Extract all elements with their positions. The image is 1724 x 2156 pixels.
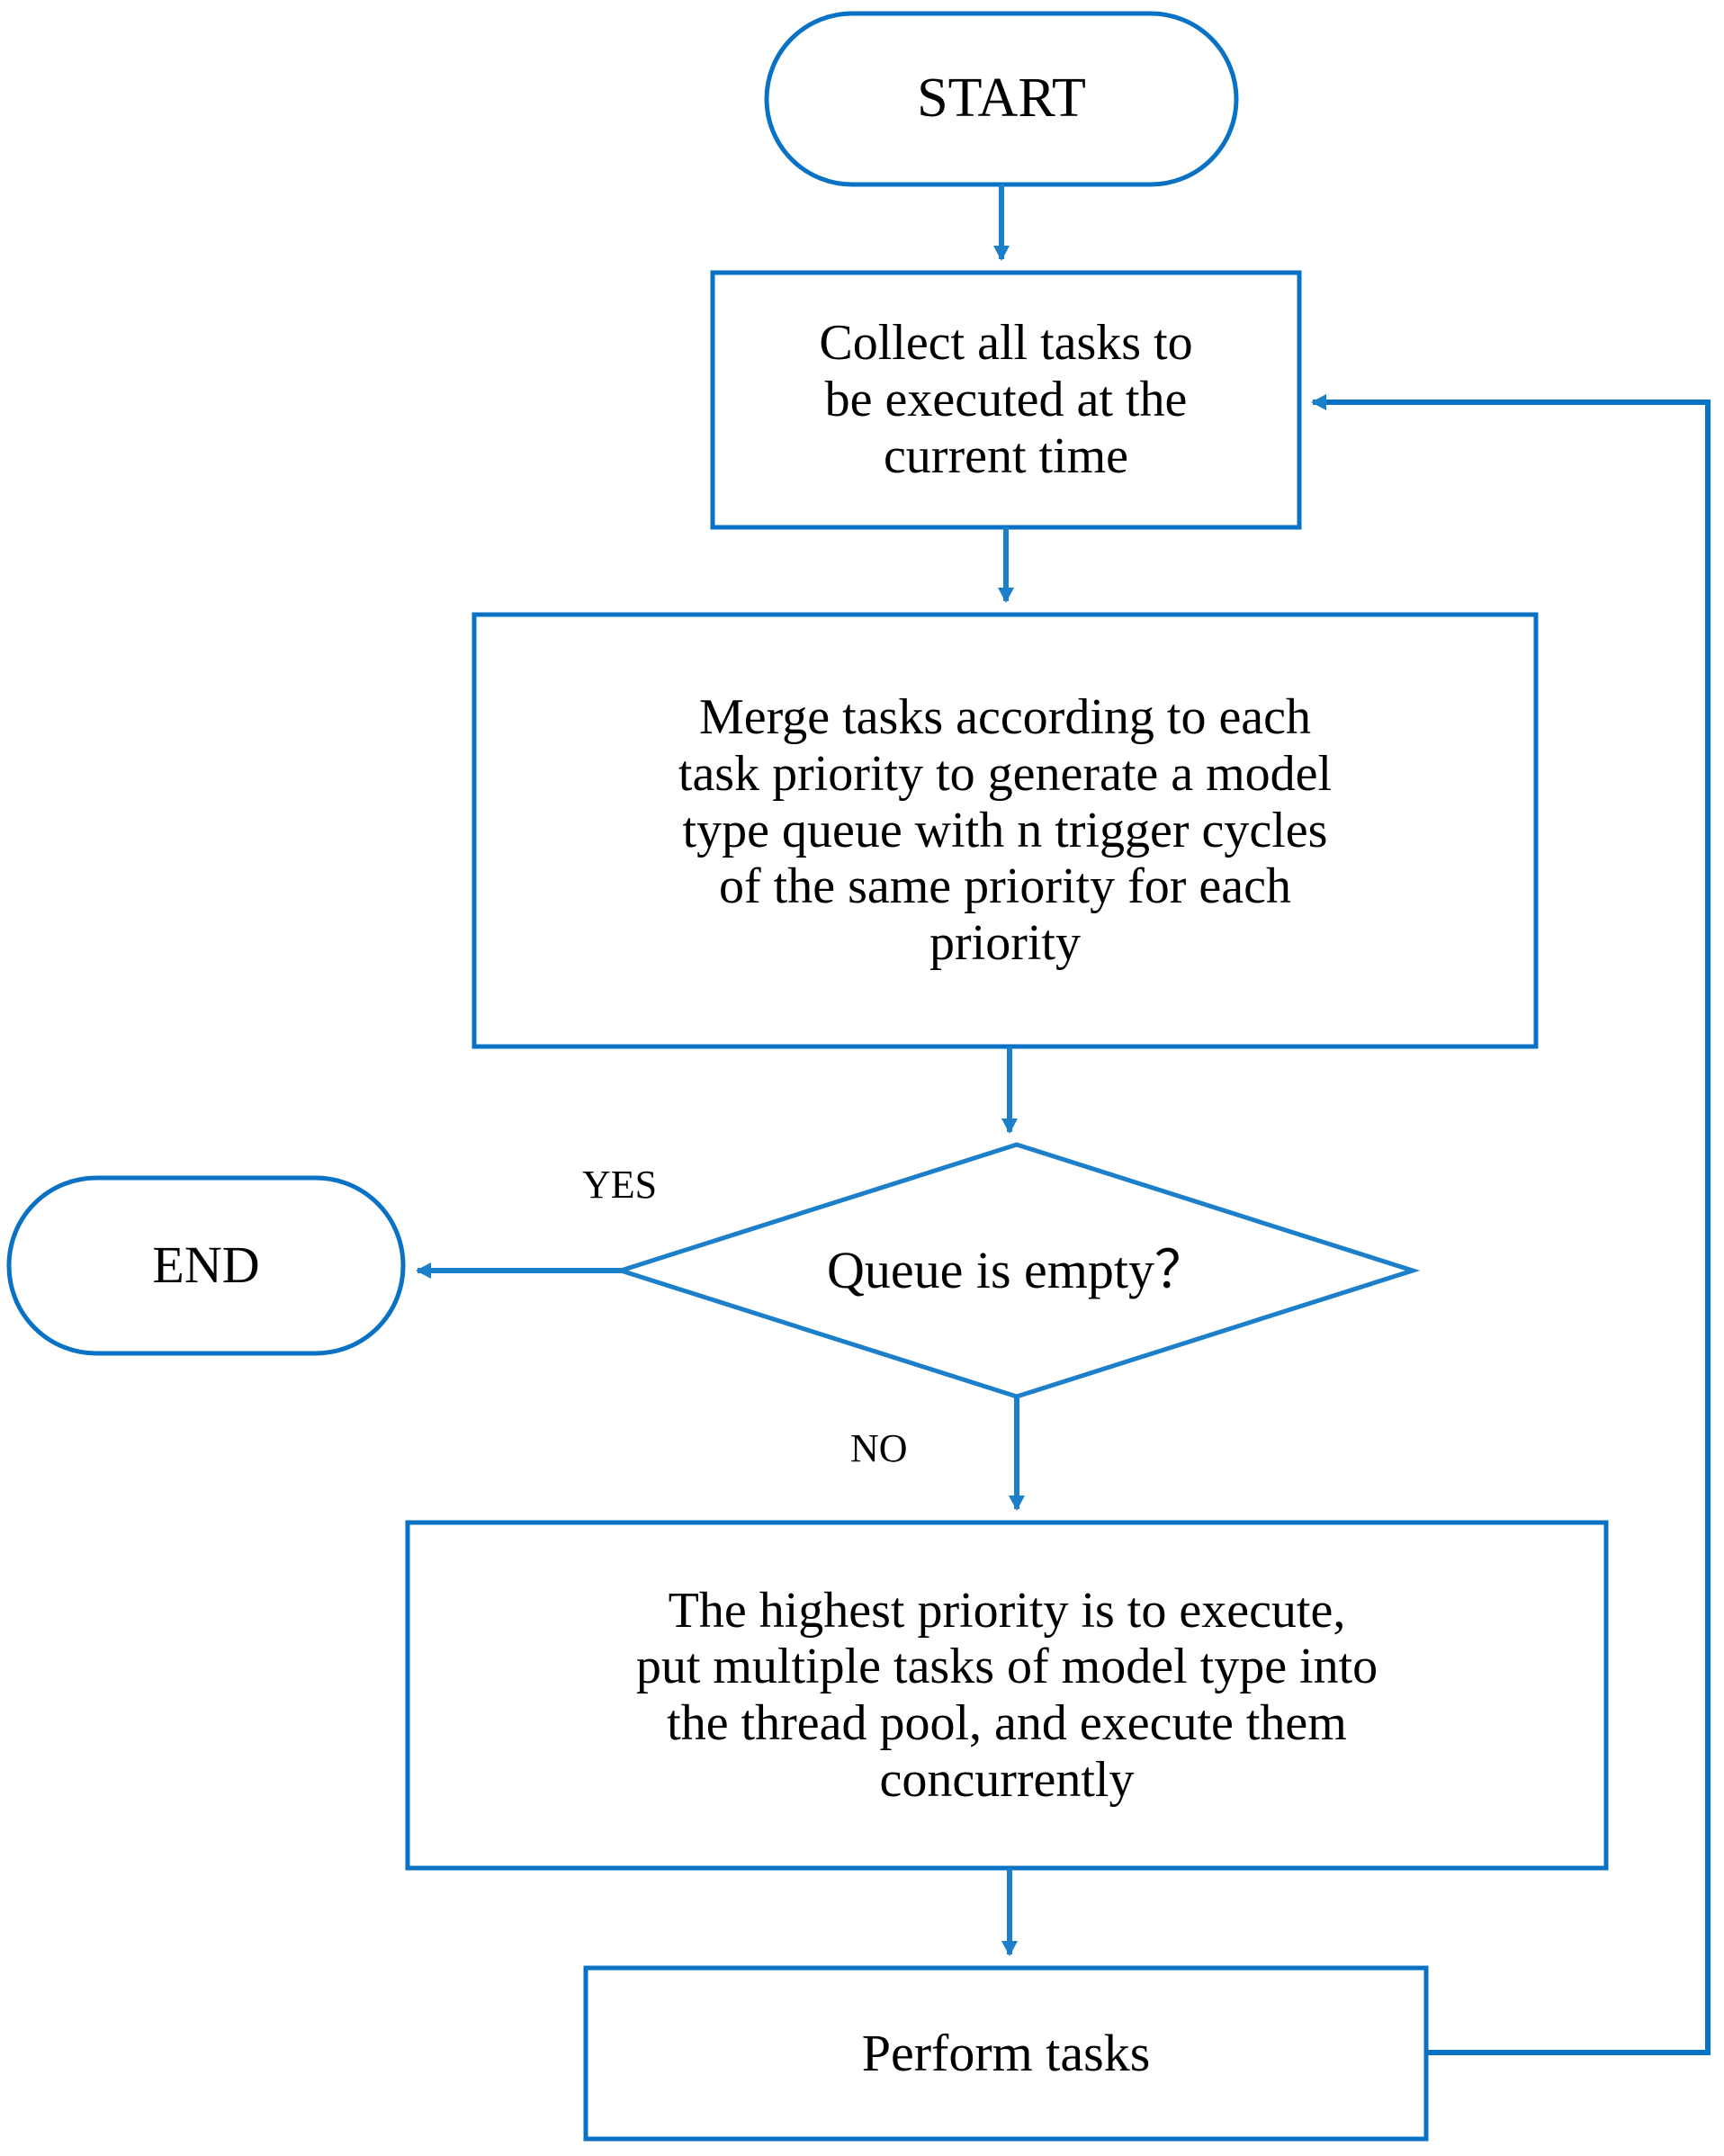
node-collect-shape bbox=[710, 270, 1302, 530]
edge-perform-to-collect bbox=[1311, 394, 1711, 2055]
node-perform-shape bbox=[583, 1965, 1429, 2142]
node-decision-shape bbox=[613, 1142, 1421, 1399]
node-start-shape bbox=[764, 11, 1239, 187]
node-merge-shape bbox=[471, 612, 1539, 1049]
node-end-shape bbox=[6, 1175, 406, 1356]
edge-label-no: NO bbox=[850, 1426, 908, 1470]
edge-label-yes: YES bbox=[582, 1163, 658, 1207]
node-execute-shape bbox=[405, 1520, 1609, 1871]
